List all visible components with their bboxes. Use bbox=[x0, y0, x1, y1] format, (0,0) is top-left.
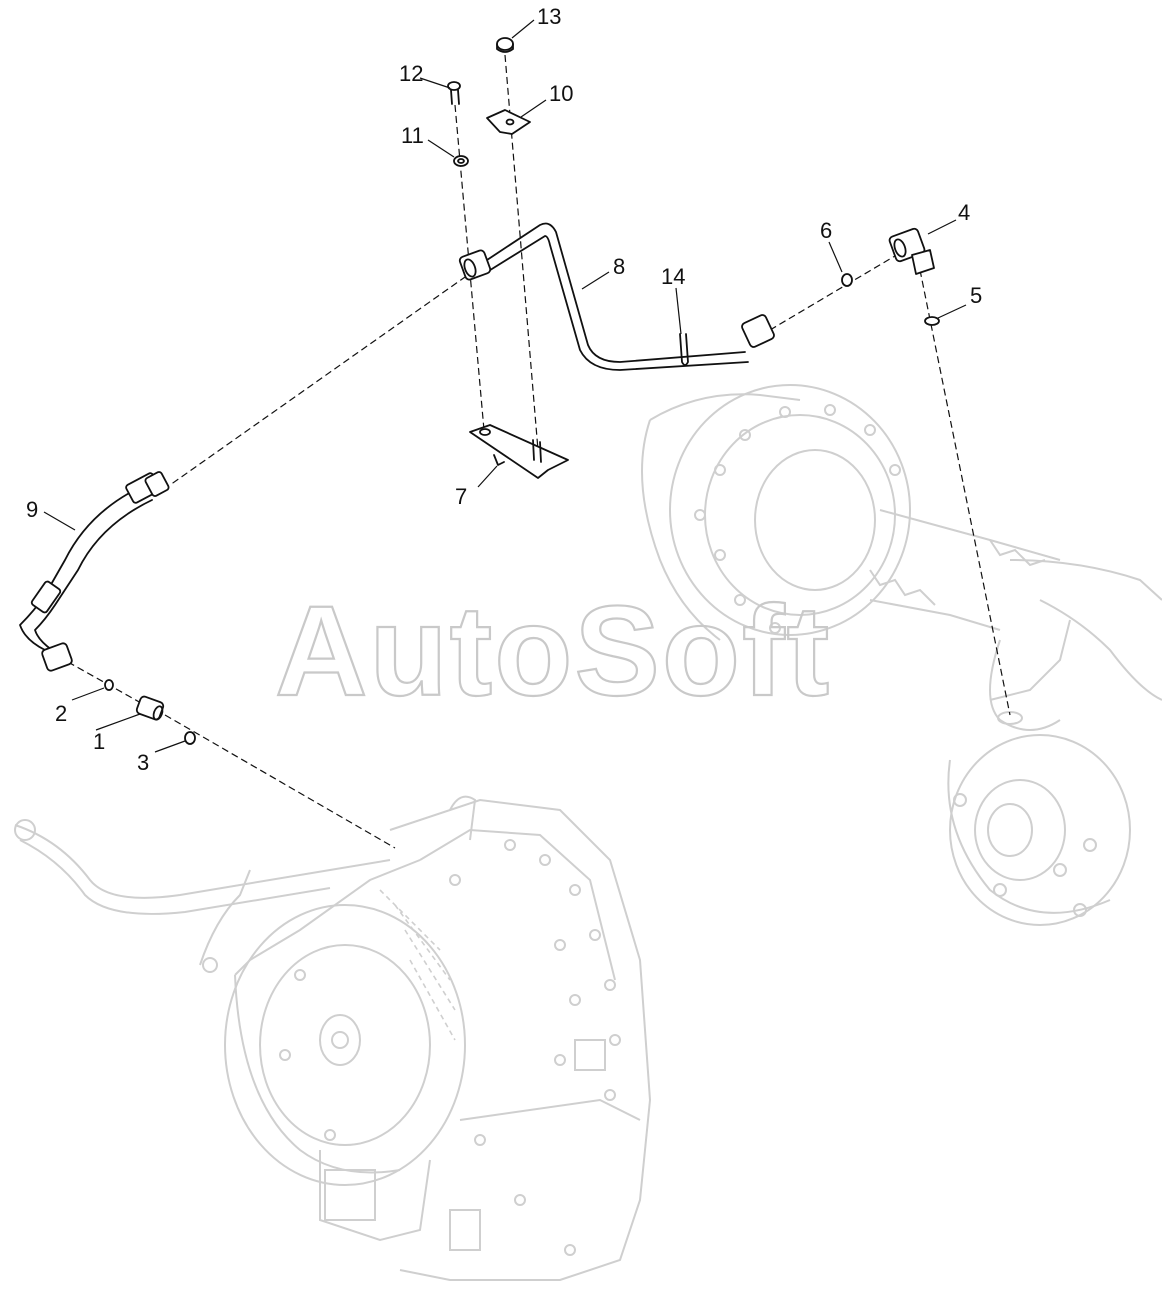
callout-labels: 1 2 3 4 5 6 7 8 9 10 11 12 13 14 bbox=[26, 4, 982, 775]
callout-1: 1 bbox=[93, 729, 105, 754]
callout-6: 6 bbox=[820, 218, 832, 243]
part-8-pipe bbox=[458, 222, 775, 371]
part-14-clip bbox=[679, 333, 689, 366]
callout-5: 5 bbox=[970, 283, 982, 308]
callout-10: 10 bbox=[549, 81, 573, 106]
part-4-elbow bbox=[888, 227, 935, 275]
axle-assembly-ghost bbox=[641, 384, 1162, 926]
part-10-clamp bbox=[486, 109, 531, 135]
watermark-text: AutoSoft bbox=[275, 580, 831, 723]
transmission-ghost bbox=[14, 795, 652, 1281]
callout-9: 9 bbox=[26, 497, 38, 522]
callout-3: 3 bbox=[137, 750, 149, 775]
part-1-adapter bbox=[135, 695, 165, 721]
hub-bolt-circle bbox=[694, 404, 901, 634]
callout-13: 13 bbox=[537, 4, 561, 29]
part-2-oring bbox=[104, 679, 114, 691]
part-13-nut bbox=[496, 37, 514, 53]
leader-lines bbox=[43, 19, 967, 753]
callout-14: 14 bbox=[661, 264, 685, 289]
part-12-bolt bbox=[447, 81, 461, 105]
gearbox-bolts bbox=[279, 839, 621, 1256]
callout-4: 4 bbox=[958, 200, 970, 225]
part-6-oring bbox=[841, 273, 853, 287]
part-7-bracket bbox=[469, 424, 569, 479]
callout-11: 11 bbox=[401, 123, 424, 148]
callout-8: 8 bbox=[613, 254, 625, 279]
callout-2: 2 bbox=[55, 701, 67, 726]
part-5-oring bbox=[924, 316, 940, 326]
callout-7: 7 bbox=[455, 484, 467, 509]
part-11-washer bbox=[453, 155, 469, 167]
callout-12: 12 bbox=[399, 61, 423, 86]
part-3-oring bbox=[184, 731, 196, 745]
part-9-hose bbox=[19, 471, 170, 672]
